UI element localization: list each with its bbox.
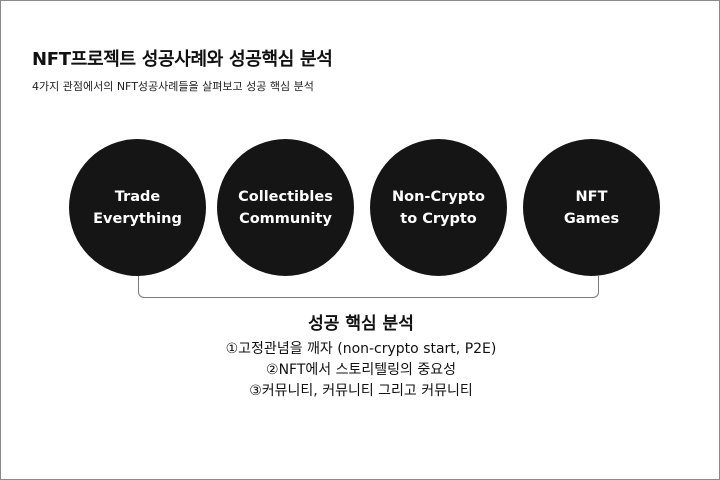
grouping-bracket <box>138 276 599 298</box>
circle-non-crypto-to-crypto: Non-Crypto to Crypto <box>370 139 507 276</box>
circle-label-line2: to Crypto <box>400 210 477 227</box>
circle-trade-everything: Trade Everything <box>69 139 206 276</box>
analysis-point: ③커뮤니티, 커뮤니티 그리고 커뮤니티 <box>249 383 473 399</box>
circle-label-line1: Collectibles <box>238 188 333 205</box>
analysis-heading: 성공 핵심 분석 <box>308 314 414 334</box>
circle-collectibles-community: Collectibles Community <box>217 139 354 276</box>
circle-label-line1: Trade <box>114 188 161 205</box>
circle-nft-games: NFT Games <box>523 139 660 276</box>
analysis-point: ①고정관념을 깨자 (non-crypto start, P2E) <box>225 341 497 357</box>
analysis-section: 성공 핵심 분석 ①고정관념을 깨자 (non-crypto start, P2… <box>1 309 720 402</box>
circle-label-line1: NFT <box>575 188 608 205</box>
page-title: NFT프로젝트 성공사례와 성공핵심 분석 <box>32 49 333 70</box>
circle-label-line2: Games <box>563 210 620 227</box>
page-subtitle: 4가지 관점에서의 NFT성공사례들을 살펴보고 성공 핵심 분석 <box>32 80 314 93</box>
circle-label-line2: Everything <box>93 210 182 227</box>
circle-label-line2: Community <box>239 210 332 227</box>
circle-label-line1: Non-Crypto <box>392 188 485 205</box>
analysis-point: ②NFT에서 스토리텔링의 중요성 <box>266 362 456 378</box>
